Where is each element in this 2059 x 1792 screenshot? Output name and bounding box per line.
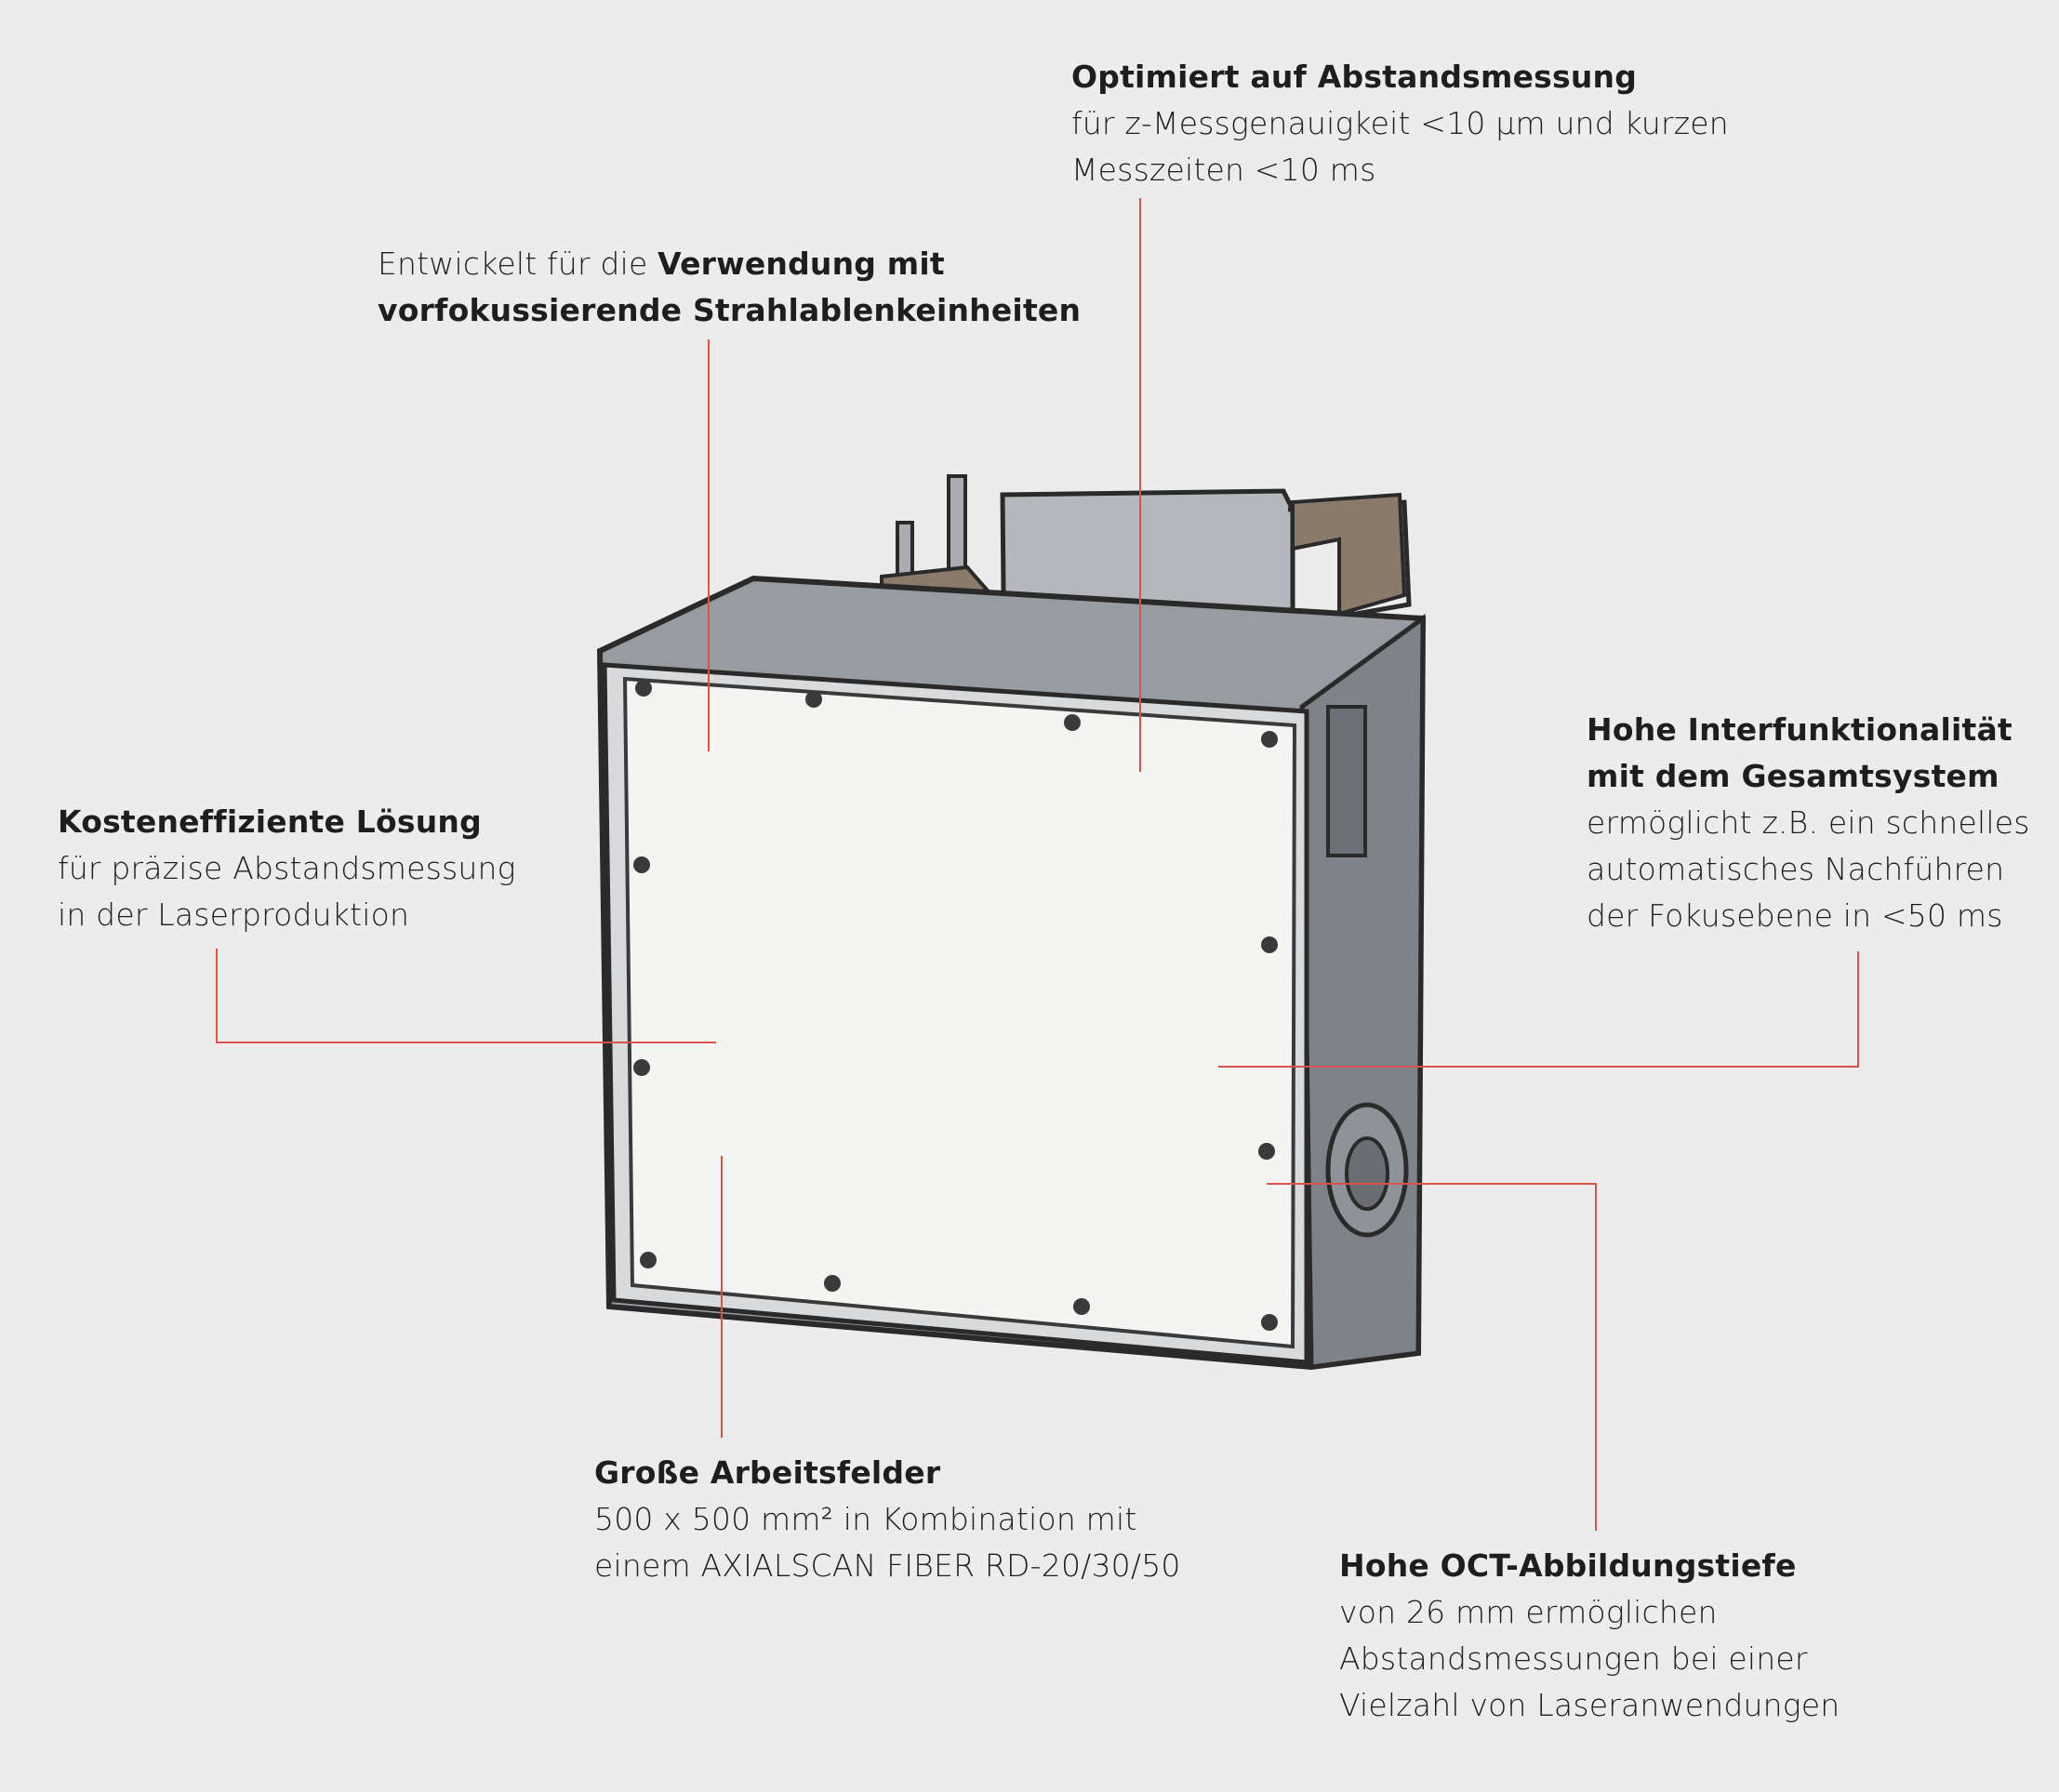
callout-verwendung: Entwickelt für die Verwendung mit vorfok… [378,241,1081,334]
callout-text: einem AXIALSCAN FIBER RD-20/30/50 [594,1547,1181,1584]
leader-line-interfunktion [1218,951,1859,1068]
leader-line-oct [1267,1183,1597,1531]
callout-text: ermöglicht z.B. ein schnelles [1587,804,2030,841]
callout-text: für z-Messgenauigkeit <10 µm und kurzen [1071,105,1729,141]
callout-text: in der Laserproduktion [58,896,410,933]
callout-text: 500 x 500 mm² in Kombination mit [594,1501,1137,1537]
leader-lines [216,198,1859,1531]
callout-interfunktionalitaet: Hohe Interfunktionalität mit dem Gesamts… [1587,707,2030,939]
callout-text: automatisches Nachführen [1587,851,2005,887]
screws [633,680,1278,1331]
callout-text: Abstandsmessungen bei einer [1339,1640,1808,1677]
callout-title: Hohe OCT-Abbildungstiefe [1339,1547,1797,1584]
callout-title: Verwendung mit [658,246,945,282]
callout-text: der Fokusebene in <50 ms [1587,897,2003,934]
leader-line-kosten [216,949,716,1043]
callout-title: mit dem Gesamtsystem [1587,758,1999,794]
callout-kosteneffizienz: Kosteneffiziente Lösung für präzise Abst… [58,799,516,938]
main-body [596,575,1427,1371]
callout-text: Messzeiten <10 ms [1071,152,1376,188]
callout-title: Optimiert auf Abstandsmessung [1071,59,1638,95]
callout-text: von 26 mm ermöglichen [1339,1594,1718,1630]
callout-arbeitsfelder: Große Arbeitsfelder 500 x 500 mm² in Kom… [594,1450,1181,1589]
callout-abstandsmessung: Optimiert auf Abstandsmessung für z-Mess… [1071,54,1729,193]
callout-text: Vielzahl von Laseranwendungen [1339,1687,1840,1723]
callout-title: Große Arbeitsfelder [594,1454,941,1491]
callout-prefix: Entwickelt für die [378,246,658,282]
callout-title: Hohe Interfunktionalität [1587,711,2013,748]
callout-title: Kosteneffiziente Lösung [58,803,482,840]
callout-oct-abbildungstiefe: Hohe OCT-Abbildungstiefe von 26 mm ermög… [1339,1543,1840,1729]
callout-title: vorfokussierende Strahlablenkeinheiten [378,292,1082,328]
callout-text: für präzise Abstandsmessung [58,850,516,886]
callout-text-line: Entwickelt für die Verwendung mit [378,241,1081,287]
